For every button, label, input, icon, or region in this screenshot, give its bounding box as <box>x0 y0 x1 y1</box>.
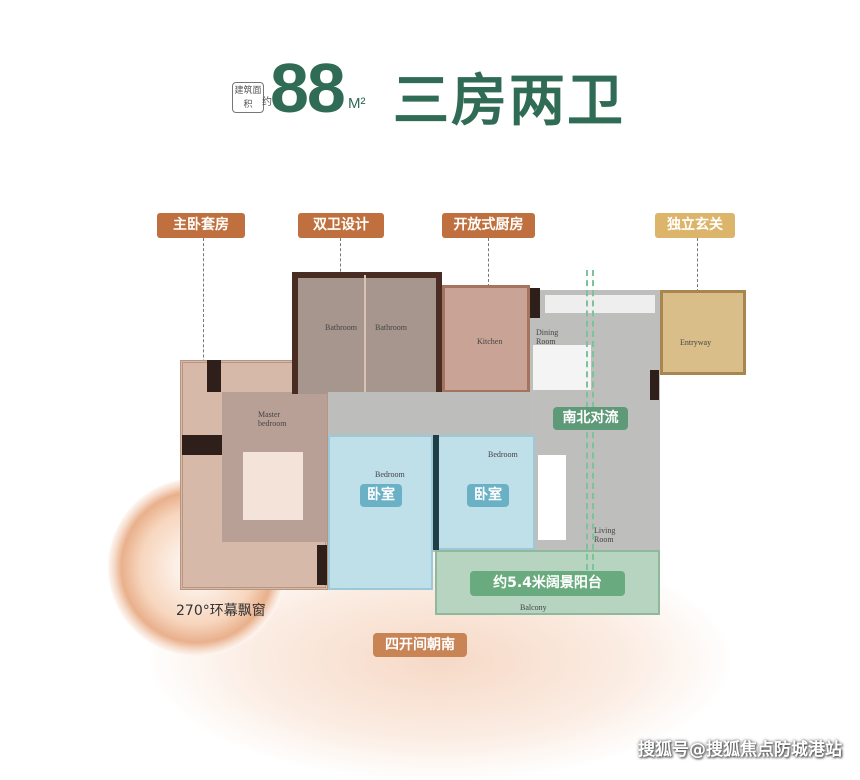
bedroom-label: Bedroom <box>375 470 405 479</box>
sofa <box>538 455 566 540</box>
leader-line <box>488 238 489 328</box>
entryway-label: Entryway <box>680 338 712 347</box>
tag-double-bath: 双卫设计 <box>298 213 384 238</box>
approx-label: 约 <box>262 97 272 108</box>
wall <box>207 360 221 392</box>
tag-master-suite: 主卧套房 <box>157 213 245 238</box>
layout-title: 三房两卫 <box>393 69 625 134</box>
bedroom-callout: 卧室 <box>467 484 509 507</box>
bathrooms <box>292 272 442 394</box>
wall <box>364 275 366 393</box>
entryway <box>660 290 746 375</box>
bathroom-label: Bathroom <box>325 323 357 332</box>
dining-label: Dining Room <box>536 328 559 346</box>
south-facing-callout: 四开间朝南 <box>373 633 467 657</box>
wall <box>650 370 659 400</box>
leader-line <box>203 238 204 398</box>
kitchen-label: Kitchen <box>477 337 503 346</box>
balcony-label: Balcony <box>520 603 547 612</box>
window <box>545 295 655 313</box>
balcony-callout: 约5.4米阔景阳台 <box>470 571 625 596</box>
bedroom-callout: 卧室 <box>360 484 402 507</box>
bay-window-callout: 270°环幕飘窗 <box>176 603 266 619</box>
bed <box>243 452 303 520</box>
area-badge: 建筑面积 <box>232 82 264 113</box>
area-value: 88 <box>270 49 346 127</box>
wall <box>433 435 439 550</box>
wall <box>530 288 540 318</box>
tag-entryway: 独立玄关 <box>655 213 735 238</box>
bathroom-label: Bathroom <box>375 323 407 332</box>
bedroom-label: Bedroom <box>488 450 518 459</box>
ventilation-callout: 南北对流 <box>553 407 628 430</box>
dining-table <box>533 345 591 390</box>
living-label: Living Room <box>594 526 616 544</box>
bedroom-1 <box>328 435 433 590</box>
master-bedroom-label: Master bedroom <box>258 410 287 428</box>
watermark: 搜狐号@搜狐焦点防城港站 <box>638 740 842 760</box>
leader-line <box>697 238 698 328</box>
tag-open-kitchen: 开放式厨房 <box>442 213 535 238</box>
wall <box>182 435 222 455</box>
wall <box>317 545 327 585</box>
kitchen <box>442 285 530 393</box>
area-unit: M² <box>348 95 366 112</box>
